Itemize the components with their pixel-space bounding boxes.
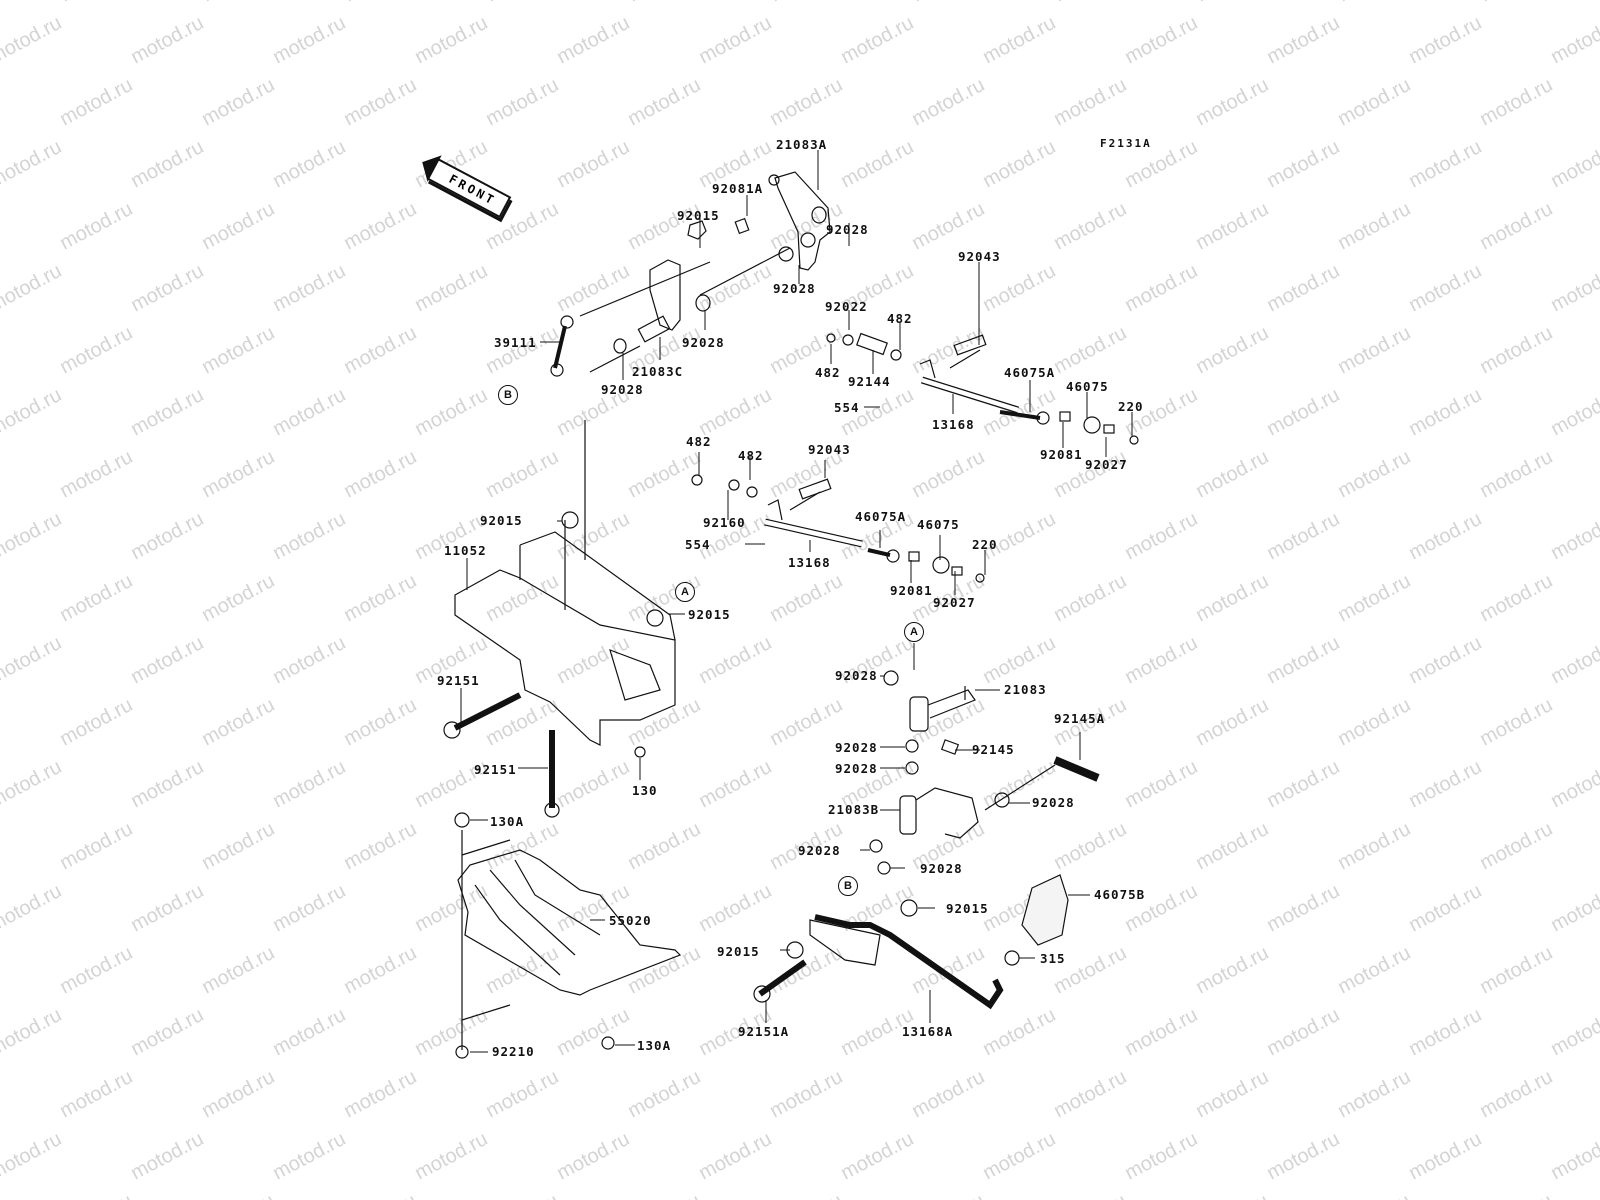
part-label-554-a: 554 bbox=[834, 400, 860, 415]
part-label-21083B: 21083B bbox=[828, 802, 880, 817]
part-label-92210: 92210 bbox=[492, 1044, 535, 1059]
part-label-482-d: 482 bbox=[738, 448, 764, 463]
part-label-482-c: 482 bbox=[686, 434, 712, 449]
part-label-92022: 92022 bbox=[825, 299, 868, 314]
part-13168A-shape bbox=[814, 914, 1004, 1010]
part-label-13168A: 13168A bbox=[902, 1024, 954, 1039]
part-label-46075A-a: 46075A bbox=[1004, 365, 1056, 380]
part-label-92145: 92145 bbox=[972, 742, 1015, 757]
part-label-220-a: 220 bbox=[1118, 399, 1144, 414]
bracket-shape bbox=[649, 259, 681, 331]
part-label-92015-low: 92015 bbox=[946, 901, 989, 916]
part-label-482-b: 482 bbox=[887, 311, 913, 326]
part-21083A-boss bbox=[800, 232, 816, 248]
part-21083-shape bbox=[909, 696, 929, 732]
part-label-92028-d: 92028 bbox=[601, 382, 644, 397]
part-label-92043-b: 92043 bbox=[808, 442, 851, 457]
part-46075B-shape bbox=[1021, 874, 1069, 946]
part-label-46075-b: 46075 bbox=[917, 517, 960, 532]
part-label-92151-b: 92151 bbox=[474, 762, 517, 777]
part-label-21083: 21083 bbox=[1004, 682, 1047, 697]
part-label-92081A: 92081A bbox=[712, 181, 764, 196]
part-label-130: 130 bbox=[632, 783, 658, 798]
part-label-92015-left: 92015 bbox=[717, 944, 760, 959]
part-label-55020: 55020 bbox=[609, 913, 652, 928]
part-label-92027-a: 92027 bbox=[1085, 457, 1128, 472]
part-label-92028-a: 92028 bbox=[826, 222, 869, 237]
part-21083C-shape bbox=[637, 315, 671, 343]
reference-marker-b-lower: B bbox=[838, 876, 858, 896]
part-label-46075B: 46075B bbox=[1094, 887, 1146, 902]
reference-marker-a-left: A bbox=[675, 582, 695, 602]
part-label-92028-j: 92028 bbox=[920, 861, 963, 876]
part-label-92151A: 92151A bbox=[738, 1024, 790, 1039]
part-label-21083C: 21083C bbox=[632, 364, 684, 379]
reference-marker-a-right: A bbox=[904, 622, 924, 642]
part-label-39111: 39111 bbox=[494, 335, 537, 350]
part-label-13168-b: 13168 bbox=[788, 555, 831, 570]
part-label-92028-g: 92028 bbox=[835, 761, 878, 776]
part-label-92160: 92160 bbox=[703, 515, 746, 530]
figure-code: F2131A bbox=[1100, 137, 1152, 150]
part-label-92015-side: 92015 bbox=[688, 607, 731, 622]
part-label-92043-a: 92043 bbox=[958, 249, 1001, 264]
part-label-46075-a: 46075 bbox=[1066, 379, 1109, 394]
part-39111-shape bbox=[553, 325, 567, 369]
part-label-130A-a: 130A bbox=[490, 814, 525, 829]
part-label-130A-b: 130A bbox=[637, 1038, 672, 1053]
part-label-92027-b: 92027 bbox=[933, 595, 976, 610]
part-label-92028-h: 92028 bbox=[1032, 795, 1075, 810]
part-21083B-shape bbox=[899, 795, 917, 835]
part-label-92028-c: 92028 bbox=[682, 335, 725, 350]
part-label-92015-top: 92015 bbox=[677, 208, 720, 223]
part-label-92028-b: 92028 bbox=[773, 281, 816, 296]
part-label-13168-a: 13168 bbox=[932, 417, 975, 432]
part-label-92028-f: 92028 bbox=[835, 740, 878, 755]
part-92145A-shape bbox=[1053, 756, 1100, 782]
part-label-21083A: 21083A bbox=[776, 137, 828, 152]
part-55020-shape bbox=[457, 849, 682, 996]
part-label-11052: 11052 bbox=[444, 543, 487, 558]
part-label-482-a: 482 bbox=[815, 365, 841, 380]
part-label-92145A: 92145A bbox=[1054, 711, 1106, 726]
part-label-554-b: 554 bbox=[685, 537, 711, 552]
part-21083A-shape bbox=[774, 171, 831, 271]
part-label-46075A-b: 46075A bbox=[855, 509, 907, 524]
part-label-315: 315 bbox=[1040, 951, 1066, 966]
part-11052-shape bbox=[454, 569, 676, 746]
part-92151-a-shape bbox=[453, 692, 522, 731]
part-label-92015-mid: 92015 bbox=[480, 513, 523, 528]
part-label-220-b: 220 bbox=[972, 537, 998, 552]
part-label-92144: 92144 bbox=[848, 374, 891, 389]
part-label-92081-a: 92081 bbox=[1040, 447, 1083, 462]
part-label-92151-a: 92151 bbox=[437, 673, 480, 688]
part-label-92028-e: 92028 bbox=[835, 668, 878, 683]
part-label-92081-b: 92081 bbox=[890, 583, 933, 598]
part-label-92028-i: 92028 bbox=[798, 843, 841, 858]
reference-marker-b-upper: B bbox=[498, 385, 518, 405]
